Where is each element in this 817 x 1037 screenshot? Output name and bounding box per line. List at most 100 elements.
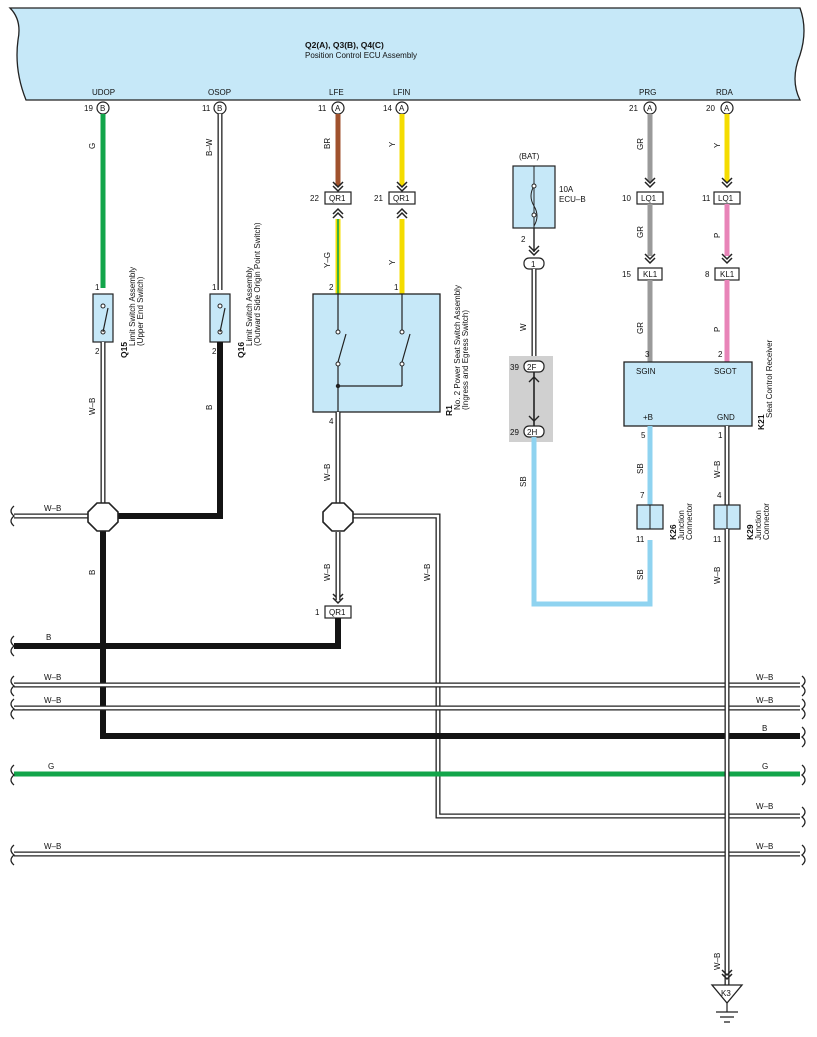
conn-id: KL1 [643,270,658,279]
conn-id: QR1 [393,194,410,203]
k26-pin-top: 7 [640,491,645,500]
connector-lq1-b: LQ1 11 [702,191,741,205]
q16-name: Limit Switch Assembly [245,267,254,346]
wire-label-y2: Y [388,259,397,265]
wire-label-q16-b: B [205,405,214,410]
conn-rda: A [724,104,730,113]
connector-qr1-a: QR1 22 [310,191,352,205]
r1-pin2: 2 [329,283,334,292]
bus-label-r: W–B [756,673,773,682]
junction-block: 2F 39 2H 29 [509,356,553,442]
wire-bat-w: W [519,269,537,358]
wire-label-lfe: BR [323,138,332,149]
wire-rda-p: P [713,204,730,256]
conn-pin: 11 [702,194,711,203]
connector-kl1-a: KL1 15 [622,267,663,281]
pin-rda: 20 [706,104,715,113]
bus-label-l: W–B [44,842,61,851]
wire-q16-b: B [118,342,223,519]
component-k29: 4 11 K29 Junction Connector [713,491,771,544]
wire-lfin-y2: Y [388,219,405,294]
r1-sub: (Ingress and Egress Switch) [461,310,470,410]
k21-code: K21 [756,414,766,430]
conn-lfin: A [399,104,405,113]
wire-label-sb-b: SB [636,569,645,580]
wire-label-osop: B–W [205,138,214,156]
component-r1: 2 1 4 R1 No. 2 Power Seat Switch Assembl… [312,283,470,426]
k26-code: K26 [668,524,678,540]
wire-sb-loop: SB SB [519,437,653,607]
wire-label-r1-wb2: W–B [323,564,332,581]
wire-k21-wb: W–B [713,426,730,505]
q15-sub: (Upper End Switch) [136,276,145,346]
left-brackets [10,505,16,866]
k29-sub: Connector [762,503,771,540]
wire-udop: G [88,114,106,288]
bus-wb-right-label: W–B [756,802,773,811]
q16-sub: (Outward Side Origin Point Switch) [253,222,262,346]
fuse-pin: 2 [521,235,526,244]
wire-prg: GR [636,114,653,182]
wire-label-r1-wb: W–B [323,464,332,481]
wire-lfe: BR [323,114,341,186]
pin-udop: 19 [84,104,93,113]
j2h-id: 2H [527,428,537,437]
wire-r1-wb2: W–B [323,532,341,600]
wire-label-yg: Y–G [323,252,332,268]
wire-label-q15-wb: W–B [88,398,97,415]
conn-pin: 8 [705,270,710,279]
wire-label-r1-wb3: W–B [423,564,432,581]
connector-kl1-b: KL1 8 [705,267,740,281]
pin-osop: 11 [202,104,211,113]
pin-lfe: 11 [318,104,327,113]
q15-code: Q15 [119,342,129,358]
q15-pin-top: 1 [95,283,100,292]
conn-pin: 21 [374,194,383,203]
junction-node-r1 [322,502,354,532]
conn-pin: 10 [622,194,631,203]
bus-wb-2: W–B W–B [14,696,800,711]
wire-rda-p2: P [713,280,730,362]
conn-lfe: A [335,104,341,113]
k21-pin5: 5 [641,431,646,440]
wire-osop: B–W [205,114,223,290]
wire-join-b: B [88,530,800,739]
wire-prg-gr2: GR [636,204,653,256]
terminal-lfe: LFE [329,88,344,97]
bus-label-l: W–B [44,673,61,682]
conn-id: LQ1 [641,194,657,203]
j2f-id: 2F [527,363,536,372]
k26-sub: Connector [685,503,694,540]
component-k26: 7 11 K26 Junction Connector [636,491,694,544]
conn-prg: A [647,104,653,113]
wire-label-gr2: GR [636,226,645,238]
conn-pin: 22 [310,194,319,203]
pin-lfin: 14 [383,104,392,113]
j2f-pin: 39 [510,363,519,372]
r1-pin1: 1 [394,283,399,292]
wire-label-gr3: GR [636,322,645,334]
wire-lfin: Y [388,114,405,186]
bus-b-right-label: B [762,724,767,733]
terminal-udop: UDOP [92,88,115,97]
conn-id: QR1 [329,608,346,617]
k29-code: K29 [745,524,755,540]
wire-lfe-yg: Y–G [323,219,341,294]
k21-pin2: 2 [718,350,723,359]
k29-name: Junction [754,510,763,540]
bus-label-l: W–B [44,696,61,705]
conn-pin: 1 [315,608,320,617]
bus-label-r: W–B [756,696,773,705]
terminal-rda: RDA [716,88,734,97]
k21-pin3: 3 [645,350,650,359]
bus-b-label: B [46,633,51,642]
k26-name: Junction [677,510,686,540]
k21-plusb: +B [643,413,653,422]
r1-code: R1 [444,405,454,416]
wire-label-p2: P [713,327,722,332]
k21-pin1: 1 [718,431,723,440]
wire-label-lfin: Y [388,141,397,147]
wire-label-sb-a: SB [519,476,528,487]
right-brackets [800,675,806,866]
k21-sgot: SGOT [714,367,737,376]
